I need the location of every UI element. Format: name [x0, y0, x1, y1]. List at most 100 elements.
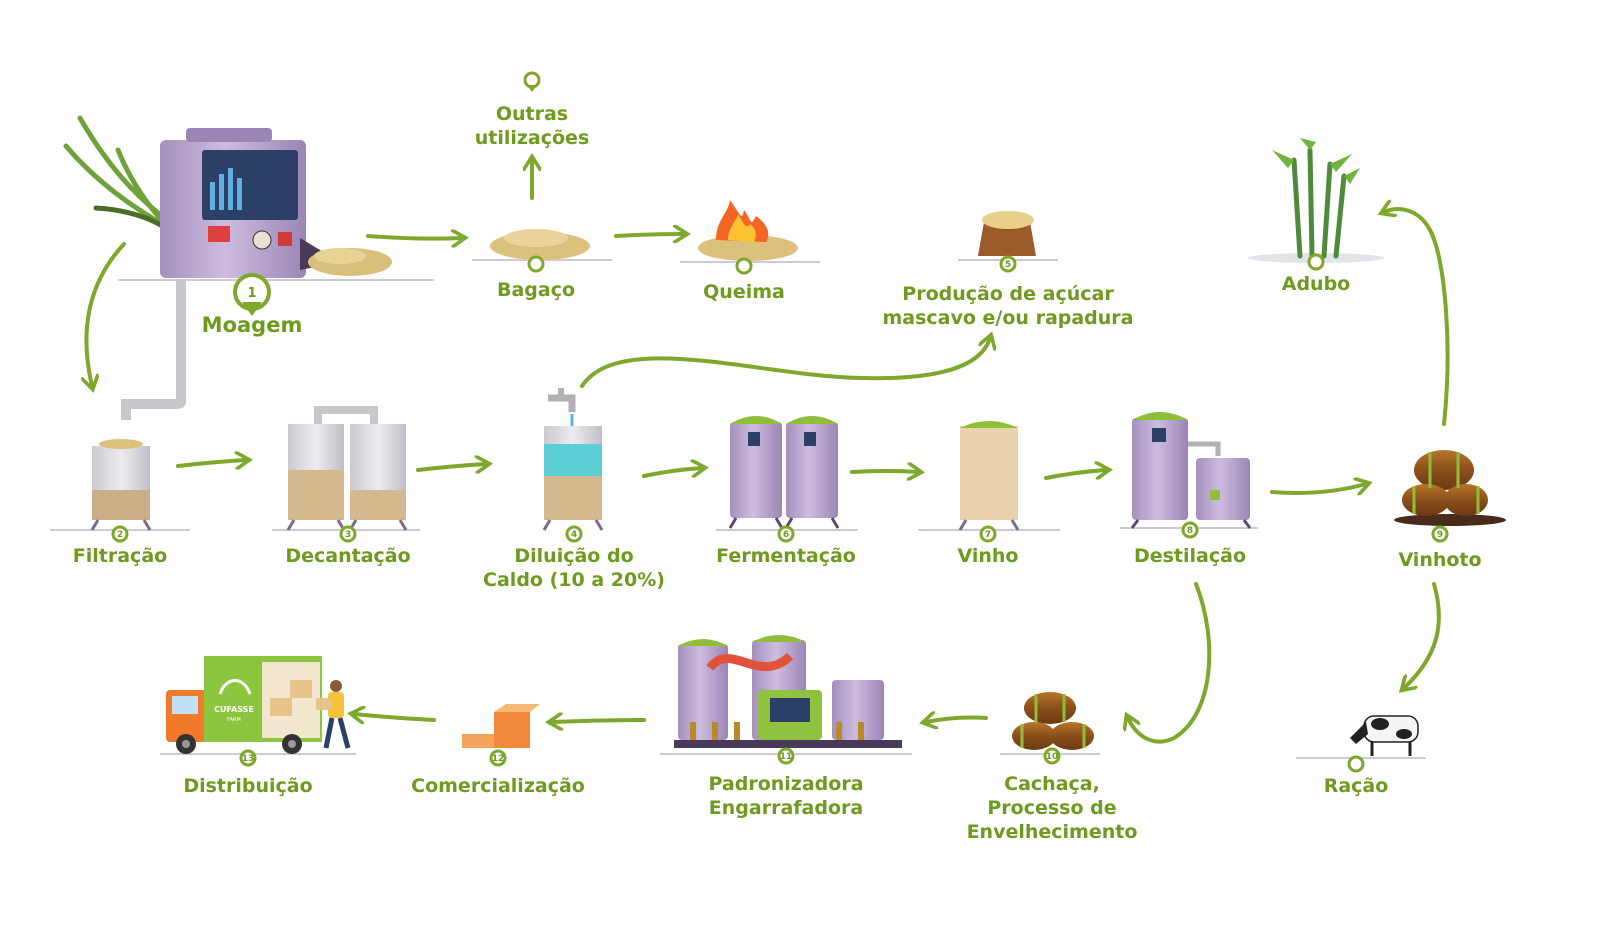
label-comercializacao: Comercialização	[411, 775, 585, 797]
sugarcane-plant-icon	[1291, 147, 1347, 259]
label-queima: Queima	[703, 281, 785, 303]
pin-7: 7	[979, 525, 997, 543]
arrow-fermentacao-vinho	[850, 471, 918, 472]
byproduct-queima: Queima	[680, 200, 820, 303]
pipe	[176, 280, 186, 398]
step-number: 9	[1437, 530, 1443, 540]
truck-brand: CUFASSE	[214, 705, 254, 714]
label-cachaca-l1: Cachaça,	[1004, 773, 1100, 795]
worker-icon	[316, 680, 351, 749]
pin-13: 13	[239, 749, 257, 767]
wine-tank	[960, 426, 1018, 520]
label-acucar-l1: Produção de açúcar	[902, 283, 1114, 305]
step-number: 13	[242, 754, 255, 764]
arrow-vinhoto-adubo	[1384, 209, 1450, 426]
step-number: 5	[1005, 260, 1011, 270]
label-fermentacao: Fermentação	[716, 545, 856, 567]
aging-barrel-icon	[1024, 692, 1076, 724]
label-cachaca-l2: Processo de	[987, 797, 1116, 819]
dilution-tank	[544, 444, 602, 476]
step-filtracao: 2 Filtração	[50, 439, 190, 567]
arrow-destilacao-cachaca	[1128, 582, 1212, 744]
pin-10: 10	[1043, 747, 1061, 765]
byproduct-bagaco: Bagaço	[472, 229, 612, 301]
step-vinho: 7 Vinho	[918, 421, 1060, 567]
label-outras-l2: utilizações	[475, 127, 590, 149]
step-number: 12	[492, 754, 505, 764]
arrow-diluicao-fermentacao	[642, 468, 702, 478]
arrow-bagaco-queima	[614, 234, 684, 236]
arrow-moagem-bagaco	[366, 236, 462, 239]
step-number: 2	[117, 530, 123, 540]
step-number: 8	[1187, 526, 1193, 536]
still-tank-small	[1196, 458, 1250, 520]
label-adubo: Adubo	[1282, 273, 1351, 295]
faucet-icon	[548, 394, 576, 412]
byproduct-adubo: Adubo	[1248, 138, 1384, 295]
fermenter-tank-2	[786, 422, 838, 518]
arrow-filtracao-decantacao	[176, 460, 246, 466]
pin-9: 9	[1431, 525, 1449, 543]
step-number: 3	[345, 530, 351, 540]
step-decantacao: 3 Decantação	[272, 406, 420, 567]
label-vinho: Vinho	[958, 545, 1019, 567]
step-distribuicao: CUFASSE FARM 13 Distribuição	[160, 656, 356, 797]
pin-5: 5	[999, 255, 1017, 273]
arrow-padronizadora-comercializacao	[552, 720, 646, 722]
arrow-comercializacao-distribuicao	[354, 714, 436, 720]
arrow-vinho-destilacao	[1044, 470, 1106, 480]
label-outras-l1: Outras	[496, 103, 568, 125]
label-distribuicao: Distribuição	[183, 775, 312, 797]
step-number: 4	[571, 530, 577, 540]
truck-sub: FARM	[227, 717, 241, 723]
step-destilacao: 8 Destilação	[1120, 412, 1258, 567]
step-diluicao: 4 Diluição do Caldo (10 a 20%)	[483, 388, 665, 591]
label-vinhoto: Vinhoto	[1398, 549, 1481, 571]
pin-2: 2	[111, 525, 129, 543]
label-diluicao-l1: Diluição do	[514, 545, 633, 567]
pin-8: 8	[1181, 521, 1199, 539]
conveyor-belt	[674, 740, 902, 748]
arrow-vinhoto-racao	[1404, 582, 1441, 688]
step-label-moagem: Moagem	[202, 313, 303, 337]
arrow-moagem-filtracao	[86, 242, 126, 386]
still-tank-large	[1132, 418, 1188, 520]
pin-3: 3	[339, 525, 357, 543]
arrow-cachaca-padronizadora	[926, 718, 988, 723]
truck-logo: CUFASSE FARM	[214, 679, 254, 723]
step-number: 7	[985, 530, 991, 540]
step-number: 10	[1046, 752, 1059, 762]
byproduct-racao: Ração	[1296, 715, 1426, 797]
label-cachaca-l3: Envelhecimento	[967, 821, 1138, 843]
mill-screen	[202, 150, 298, 220]
label-bagaco: Bagaço	[497, 279, 575, 301]
step-cachaca: 10 Cachaça, Processo de Envelhecimento	[967, 692, 1138, 843]
label-diluicao-l2: Caldo (10 a 20%)	[483, 569, 665, 591]
arrow-destilacao-vinhoto	[1270, 484, 1366, 493]
bottling-pipe	[706, 652, 794, 672]
pin-6: 6	[777, 525, 795, 543]
flow-arrows	[86, 160, 1450, 744]
label-filtracao: Filtração	[73, 545, 167, 567]
filter-tank	[92, 490, 150, 520]
arrow-decantacao-diluicao	[416, 464, 486, 470]
step-number: 1	[247, 286, 256, 301]
step-fermentacao: 6 Fermentação	[716, 416, 858, 567]
barrel-icon	[1414, 450, 1474, 490]
step-moagem: 1 Moagem	[63, 115, 434, 420]
step-vinhoto: 9 Vinhoto	[1394, 450, 1506, 571]
fermenter-tank-1	[730, 422, 782, 518]
step-number: 11	[780, 752, 793, 762]
label-padronizadora-l1: Padronizadora	[708, 773, 863, 795]
byproduct-outras: Outras utilizações	[475, 71, 590, 149]
pin-11: 11	[777, 747, 795, 765]
label-padronizadora-l2: Engarrafadora	[709, 797, 863, 819]
arrow-diluicao-acucar	[580, 338, 990, 388]
step-acucar: 5 Produção de açúcar mascavo e/ou rapadu…	[882, 211, 1134, 329]
pin-12: 12	[489, 749, 507, 767]
label-acucar-l2: mascavo e/ou rapadura	[882, 307, 1133, 329]
step-comercializacao: 12 Comercialização	[411, 704, 585, 797]
cow-icon	[1363, 715, 1419, 743]
label-decantacao: Decantação	[285, 545, 410, 567]
pin-4: 4	[565, 525, 583, 543]
